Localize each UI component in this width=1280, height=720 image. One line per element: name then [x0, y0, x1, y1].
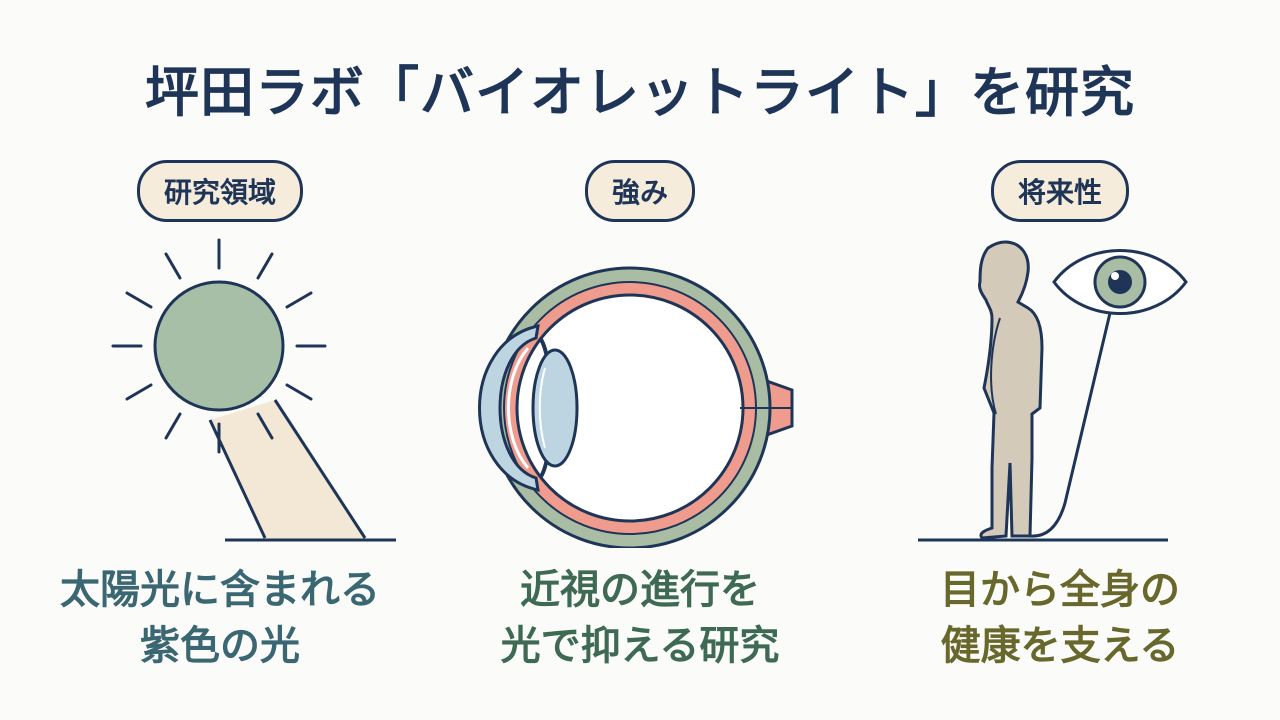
- strength-caption: 近視の進行を 光で抑える研究: [440, 562, 840, 674]
- future-caption-line2: 健康を支える: [940, 623, 1180, 669]
- person-icon: [978, 240, 1044, 540]
- strength-caption-line2: 光で抑える研究: [500, 623, 780, 669]
- section-future: 将来性 目から全身の 健康を支える: [860, 150, 1260, 710]
- research-area-caption-line2: 紫色の光: [140, 623, 300, 669]
- eyeball-cross-section-icon: [478, 266, 794, 548]
- section-research-area: 研究領域 太陽光に含まれる 紫色の光: [20, 150, 420, 710]
- person-eye-icon: [918, 240, 1188, 542]
- strength-badge: 強み: [584, 160, 696, 222]
- section-strength: 強み 近視の進行を 光で抑える研究: [440, 150, 840, 710]
- future-caption-line1: 目から全身の: [940, 567, 1180, 613]
- page-title: 坪田ラボ「バイオレットライト」を研究: [145, 61, 1135, 124]
- future-badge: 将来性: [990, 160, 1130, 222]
- research-area-caption: 太陽光に含まれる 紫色の光: [20, 562, 420, 674]
- sun-icon: [111, 238, 396, 542]
- eye-icon: [1052, 249, 1188, 315]
- research-area-badge: 研究領域: [136, 160, 304, 222]
- research-area-caption-line1: 太陽光に含まれる: [60, 567, 380, 613]
- future-caption: 目から全身の 健康を支える: [860, 562, 1260, 674]
- strength-caption-line1: 近視の進行を: [520, 567, 760, 613]
